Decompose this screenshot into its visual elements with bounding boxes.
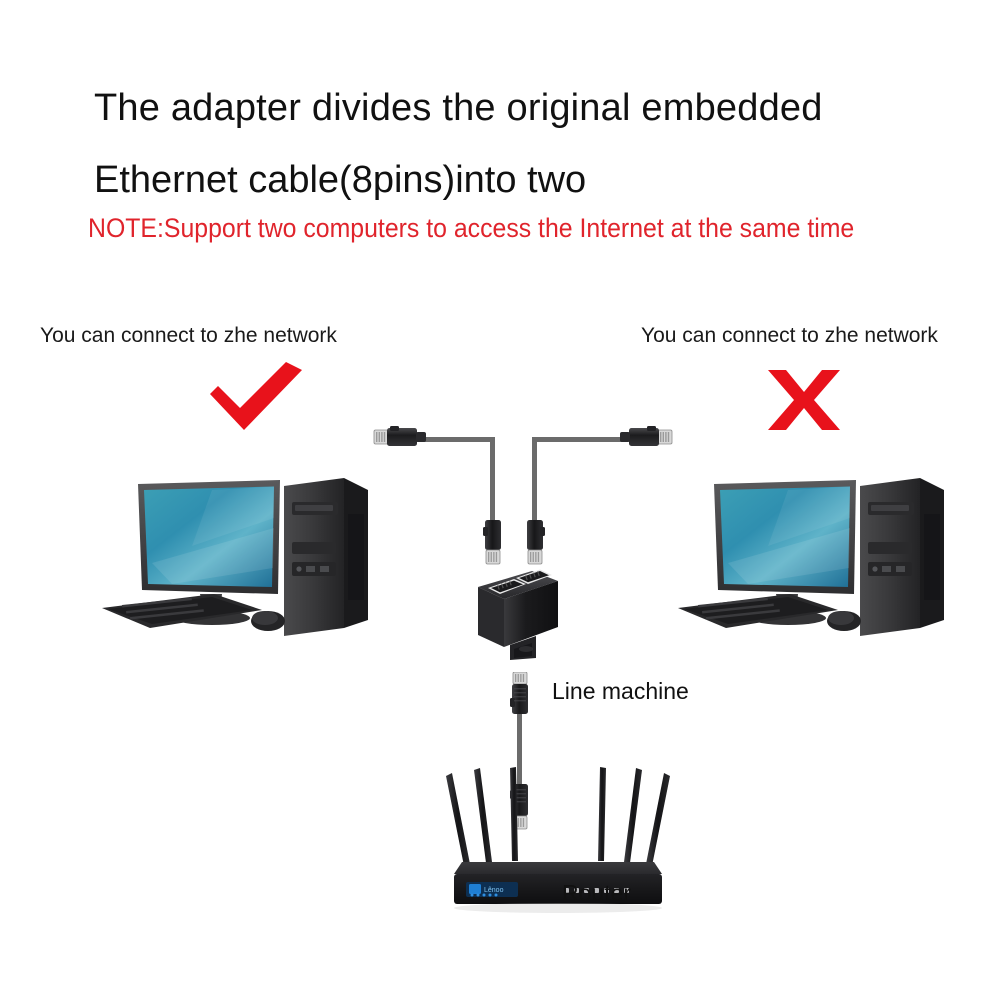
desktop-computer-left <box>92 468 382 653</box>
desktop-computer-right <box>668 468 958 653</box>
x-mark-icon <box>756 366 852 434</box>
headline-line-1: The adapter divides the original embedde… <box>94 87 823 129</box>
router-leds <box>564 888 629 893</box>
rj45-splitter-adapter <box>470 565 562 660</box>
cable-left-vertical <box>490 437 495 527</box>
wireless-router: Lênoo <box>440 760 675 920</box>
cable-right-vertical <box>532 437 537 527</box>
cable-top-right-horizontal <box>537 437 625 442</box>
rj45-plug-left <box>372 423 428 451</box>
router-label: Router <box>562 880 632 906</box>
rj45-plug-splitter-left <box>481 520 505 570</box>
caption-right: You can connect to zhe network <box>641 324 938 347</box>
cable-top-left-horizontal <box>410 437 495 442</box>
headline-line-2: Ethernet cable(8pins)into two <box>94 159 587 201</box>
caption-left: You can connect to zhe network <box>40 324 337 347</box>
rj45-plug-right <box>618 423 674 451</box>
line-machine-label: Line machine <box>552 678 689 704</box>
note-text: NOTE:Support two computers to access the… <box>88 213 855 243</box>
rj45-plug-splitter-right <box>523 520 547 570</box>
router-antennas <box>446 767 670 866</box>
rj45-plug-line-machine <box>508 671 532 716</box>
cable-line-machine-to-router <box>517 714 522 786</box>
svg-text:Lênoo: Lênoo <box>484 887 504 894</box>
check-mark-icon <box>198 358 308 434</box>
